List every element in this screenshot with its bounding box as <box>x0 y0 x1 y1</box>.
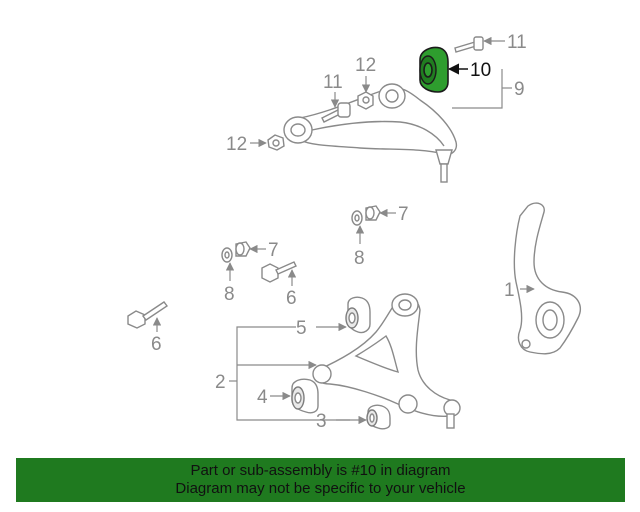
callout-5: 5 <box>296 318 307 339</box>
callout-4: 4 <box>257 387 268 408</box>
callout-6-middle: 6 <box>286 288 297 309</box>
bushing-5[interactable] <box>345 296 371 334</box>
callout-11-top: 11 <box>507 32 527 53</box>
callout-8-lower: 8 <box>224 284 235 305</box>
callout-12-left: 12 <box>226 134 247 155</box>
callout-labels: 11 10 9 12 11 12 7 8 7 8 6 6 1 5 2 4 3 <box>151 32 527 432</box>
bolt-6-left[interactable] <box>127 301 169 329</box>
callout-7-upper: 7 <box>398 204 409 225</box>
nut-7-upper[interactable] <box>365 205 381 221</box>
callout-10: 10 <box>470 60 491 81</box>
callout-7-lower: 7 <box>268 240 279 261</box>
callout-2: 2 <box>215 372 226 393</box>
callout-8-upper: 8 <box>354 248 365 269</box>
nut-12-upper[interactable] <box>357 91 374 110</box>
bolt-11-left[interactable] <box>321 102 351 123</box>
callout-9: 9 <box>514 79 525 100</box>
bolt-6-middle[interactable] <box>261 261 297 283</box>
part-info-banner: Part or sub-assembly is #10 in diagram D… <box>16 458 625 502</box>
bolt-11-upper[interactable] <box>454 36 484 53</box>
upper-arm-bushing-10[interactable] <box>419 46 449 93</box>
callout-3: 3 <box>316 411 327 432</box>
banner-line-1: Part or sub-assembly is #10 in diagram <box>190 462 451 479</box>
lower-control-arm[interactable] <box>312 293 461 429</box>
nut-12-left[interactable] <box>267 134 285 151</box>
upper-control-arm <box>283 83 458 183</box>
bushing-3[interactable] <box>366 404 391 430</box>
callout-6-left: 6 <box>151 334 162 355</box>
nut-7-lower[interactable] <box>235 241 251 257</box>
callout-12-upper: 12 <box>355 55 376 76</box>
bushing-4[interactable] <box>291 378 319 414</box>
callout-11-left: 11 <box>323 72 343 93</box>
callout-1: 1 <box>504 280 515 301</box>
washer-8-lower[interactable] <box>221 247 233 263</box>
banner-line-2: Diagram may not be specific to your vehi… <box>175 480 466 497</box>
steering-knuckle[interactable] <box>513 202 581 355</box>
washer-8-upper[interactable] <box>351 210 363 226</box>
leader-lines <box>152 36 535 425</box>
